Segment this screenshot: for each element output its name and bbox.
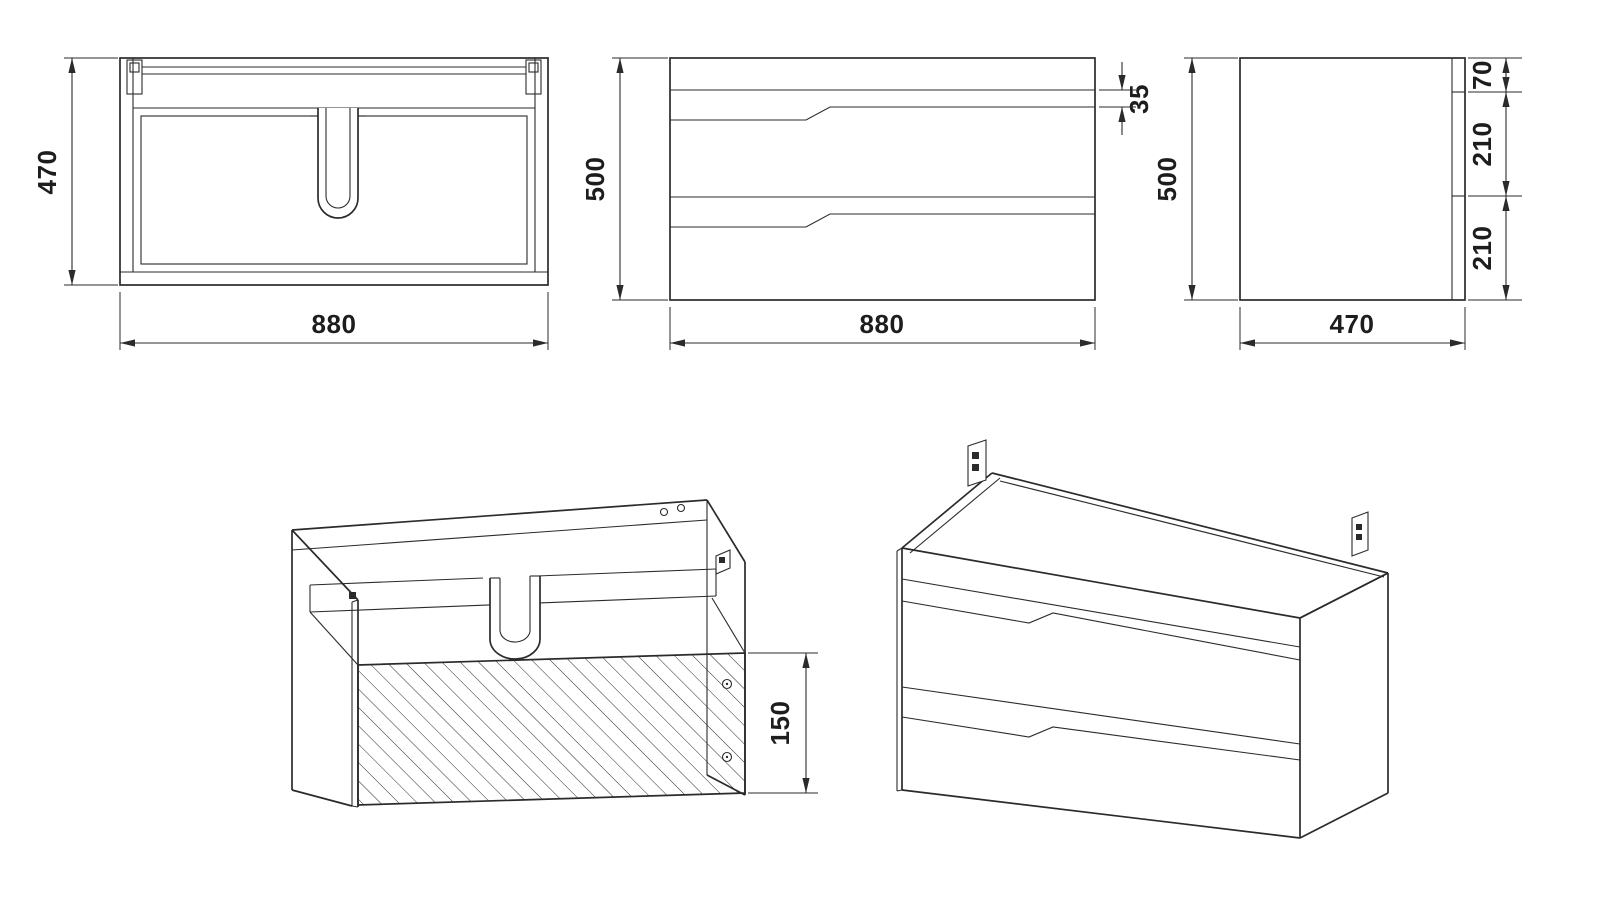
dim-side-segment-middle: 210 <box>1467 122 1497 167</box>
hanging-bracket-left <box>126 59 143 95</box>
hanging-bracket-left-iso <box>967 439 987 487</box>
dim-front-panel-height: 150 <box>765 701 795 746</box>
dim-top-width: 880 <box>312 309 357 339</box>
hinge-bracket <box>715 549 731 575</box>
side-view: 500 70 210 210 470 <box>1152 57 1522 350</box>
dim-side-segment-bottom: 210 <box>1467 226 1497 271</box>
screw-icon <box>721 678 733 763</box>
isometric-carcass-view: 150 <box>291 499 818 808</box>
mount-detail <box>349 592 356 599</box>
dim-top-depth: 470 <box>32 150 62 195</box>
carcass-dimensions: 150 <box>748 652 818 794</box>
dim-front-height: 500 <box>580 157 610 202</box>
front-view: 35 500 880 <box>580 57 1154 350</box>
dim-side-segment-top: 70 <box>1467 60 1497 90</box>
hanging-bracket-right-iso <box>1351 511 1369 557</box>
siphon-cutout <box>310 108 366 219</box>
dim-front-handle-groove: 35 <box>1124 84 1154 114</box>
screw-hole-icon <box>659 507 669 517</box>
side-view-dimensions: 500 70 210 210 470 <box>1152 57 1522 350</box>
front-view-dimensions: 35 500 880 <box>580 57 1154 350</box>
dim-side-depth: 470 <box>1330 309 1375 339</box>
screw-hole-icon <box>676 503 686 513</box>
hanging-bracket-right <box>525 59 542 95</box>
top-view: 470 880 <box>32 57 549 350</box>
siphon-divider <box>489 575 541 660</box>
isometric-assembled-view <box>896 439 1389 839</box>
dim-front-width: 880 <box>860 309 905 339</box>
dim-side-height: 500 <box>1152 157 1182 202</box>
top-view-dimensions: 470 880 <box>32 57 549 350</box>
drawer-grooves <box>901 578 1301 761</box>
hatched-front-panel <box>357 652 746 806</box>
